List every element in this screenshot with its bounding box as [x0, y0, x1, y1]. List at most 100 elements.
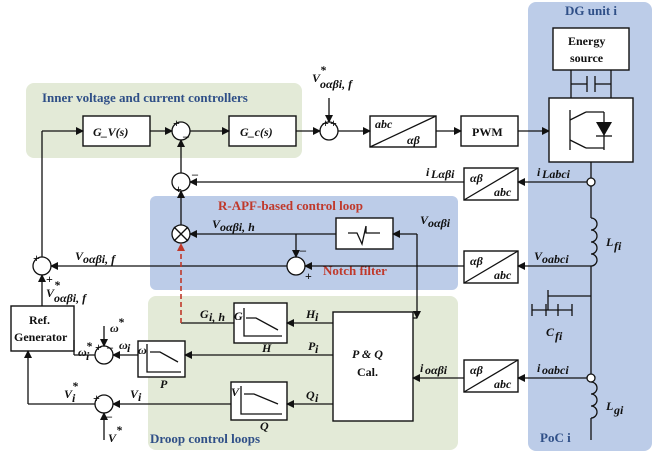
i-lab-label: i	[426, 165, 430, 179]
p-i-label: P	[308, 339, 316, 353]
svg-text:αβ: αβ	[470, 254, 484, 268]
q-i-label: Q	[306, 388, 315, 402]
svg-text:fi: fi	[555, 329, 563, 343]
gv-label: G_V(s)	[93, 125, 128, 139]
inductor-lgi	[590, 381, 598, 419]
droop-p-block	[137, 340, 186, 378]
svg-text:oαβi, f: oαβi, f	[54, 291, 87, 305]
inductor-lfi	[590, 217, 598, 267]
v-oab-h-label: V	[212, 217, 221, 231]
v-star-label: V	[108, 431, 117, 445]
svg-text:+: +	[93, 391, 100, 405]
svg-text:+: +	[33, 251, 40, 265]
ab-top-label: αβ	[407, 133, 421, 147]
current-sensor-1	[586, 177, 596, 187]
ref-label-2: Generator	[14, 330, 68, 344]
cal-label: Cal.	[357, 365, 378, 379]
svg-text:*: *	[86, 339, 93, 353]
svg-text:+: +	[95, 340, 102, 354]
svg-text:αβ: αβ	[470, 171, 484, 185]
droop-region-title: Droop control loops	[150, 431, 260, 446]
v-i-label: V	[130, 387, 139, 401]
svg-text:oabci: oabci	[542, 252, 569, 266]
ref-label-1: Ref.	[29, 313, 50, 327]
ref-generator-block	[10, 305, 75, 352]
svg-text:oαβi: oαβi	[425, 363, 448, 377]
energy-label-1: Energy	[568, 34, 605, 48]
inverter-block	[548, 97, 634, 163]
svg-text:i: i	[315, 310, 319, 324]
lfi-label: L	[605, 235, 613, 249]
notch-filter-title: Notch filter	[323, 263, 387, 278]
svg-text:*: *	[116, 423, 123, 437]
svg-text:i: i	[315, 342, 319, 356]
svg-text:oαβi, f: oαβi, f	[320, 77, 353, 91]
abc-top-label: abc	[375, 117, 393, 131]
svg-text:*: *	[72, 379, 79, 393]
svg-text:–: –	[106, 340, 114, 354]
svg-text:i, h: i, h	[209, 310, 225, 324]
svg-text:+: +	[305, 269, 312, 283]
energy-label-2: source	[570, 51, 604, 65]
svg-text:fi: fi	[614, 239, 622, 253]
svg-text:*: *	[118, 315, 125, 329]
svg-text:i: i	[315, 391, 319, 405]
omega-star-label: ω	[110, 321, 119, 335]
pwm-label: PWM	[472, 125, 503, 139]
cfi-label: C	[546, 325, 555, 339]
svg-text:abc: abc	[494, 377, 512, 391]
svg-text:–: –	[182, 129, 190, 143]
h-i-label: H	[305, 307, 316, 321]
svg-text:gi: gi	[613, 403, 624, 417]
svg-text:i: i	[127, 341, 131, 355]
svg-text:–: –	[299, 243, 307, 257]
svg-text:abc: abc	[494, 268, 512, 282]
svg-text:oαβi, h: oαβi, h	[220, 220, 255, 234]
svg-text:i: i	[86, 349, 90, 363]
current-sensor-2	[586, 373, 596, 383]
lgi-label: L	[605, 399, 613, 413]
svg-text:oαβi, f: oαβi, f	[83, 252, 116, 266]
svg-text:αβ: αβ	[470, 363, 484, 377]
i-oabci-label: i	[537, 361, 541, 375]
i-oab-label: i	[420, 361, 424, 375]
v-i-star-label: V	[64, 387, 73, 401]
svg-text:+: +	[330, 116, 337, 130]
omega-i-label: ω	[119, 338, 128, 352]
svg-text:G: G	[234, 309, 243, 323]
svg-text:oabci: oabci	[542, 363, 569, 377]
svg-text:Q: Q	[260, 419, 269, 433]
inner-region-title: Inner voltage and current controllers	[42, 90, 248, 105]
vref-f-left-label: V	[46, 286, 55, 300]
svg-text:abc: abc	[494, 185, 512, 199]
gc-label: G_c(s)	[240, 125, 273, 139]
dg-unit-title: DG unit i	[565, 3, 617, 18]
rapf-region-title: R-APF-based control loop	[218, 198, 363, 213]
svg-text:Labci: Labci	[541, 167, 571, 181]
svg-text:+: +	[175, 182, 182, 196]
energy-source-block	[552, 27, 630, 71]
pq-cal-block	[332, 311, 414, 422]
vref-f-top: V	[312, 71, 321, 85]
svg-text:V: V	[231, 385, 240, 399]
svg-text:ω: ω	[138, 343, 147, 357]
g-ih-label: G	[200, 307, 209, 321]
svg-text:oαβi: oαβi	[428, 216, 451, 230]
svg-text:–: –	[105, 409, 113, 423]
svg-text:+: +	[46, 272, 53, 286]
v-oab-f-label: V	[75, 249, 84, 263]
notch-icon	[348, 225, 380, 247]
svg-text:i: i	[138, 390, 142, 404]
svg-text:P: P	[160, 377, 168, 391]
poc-title: PoC i	[540, 430, 571, 445]
v-oab-top-label: V	[420, 213, 429, 227]
svg-text:+: +	[173, 116, 180, 130]
svg-text:*: *	[54, 278, 61, 292]
v-oabci-label: V	[534, 249, 543, 263]
svg-text:–: –	[191, 167, 199, 181]
svg-text:*: *	[320, 63, 327, 77]
svg-text:i: i	[72, 391, 76, 405]
svg-text:+: +	[322, 116, 329, 130]
